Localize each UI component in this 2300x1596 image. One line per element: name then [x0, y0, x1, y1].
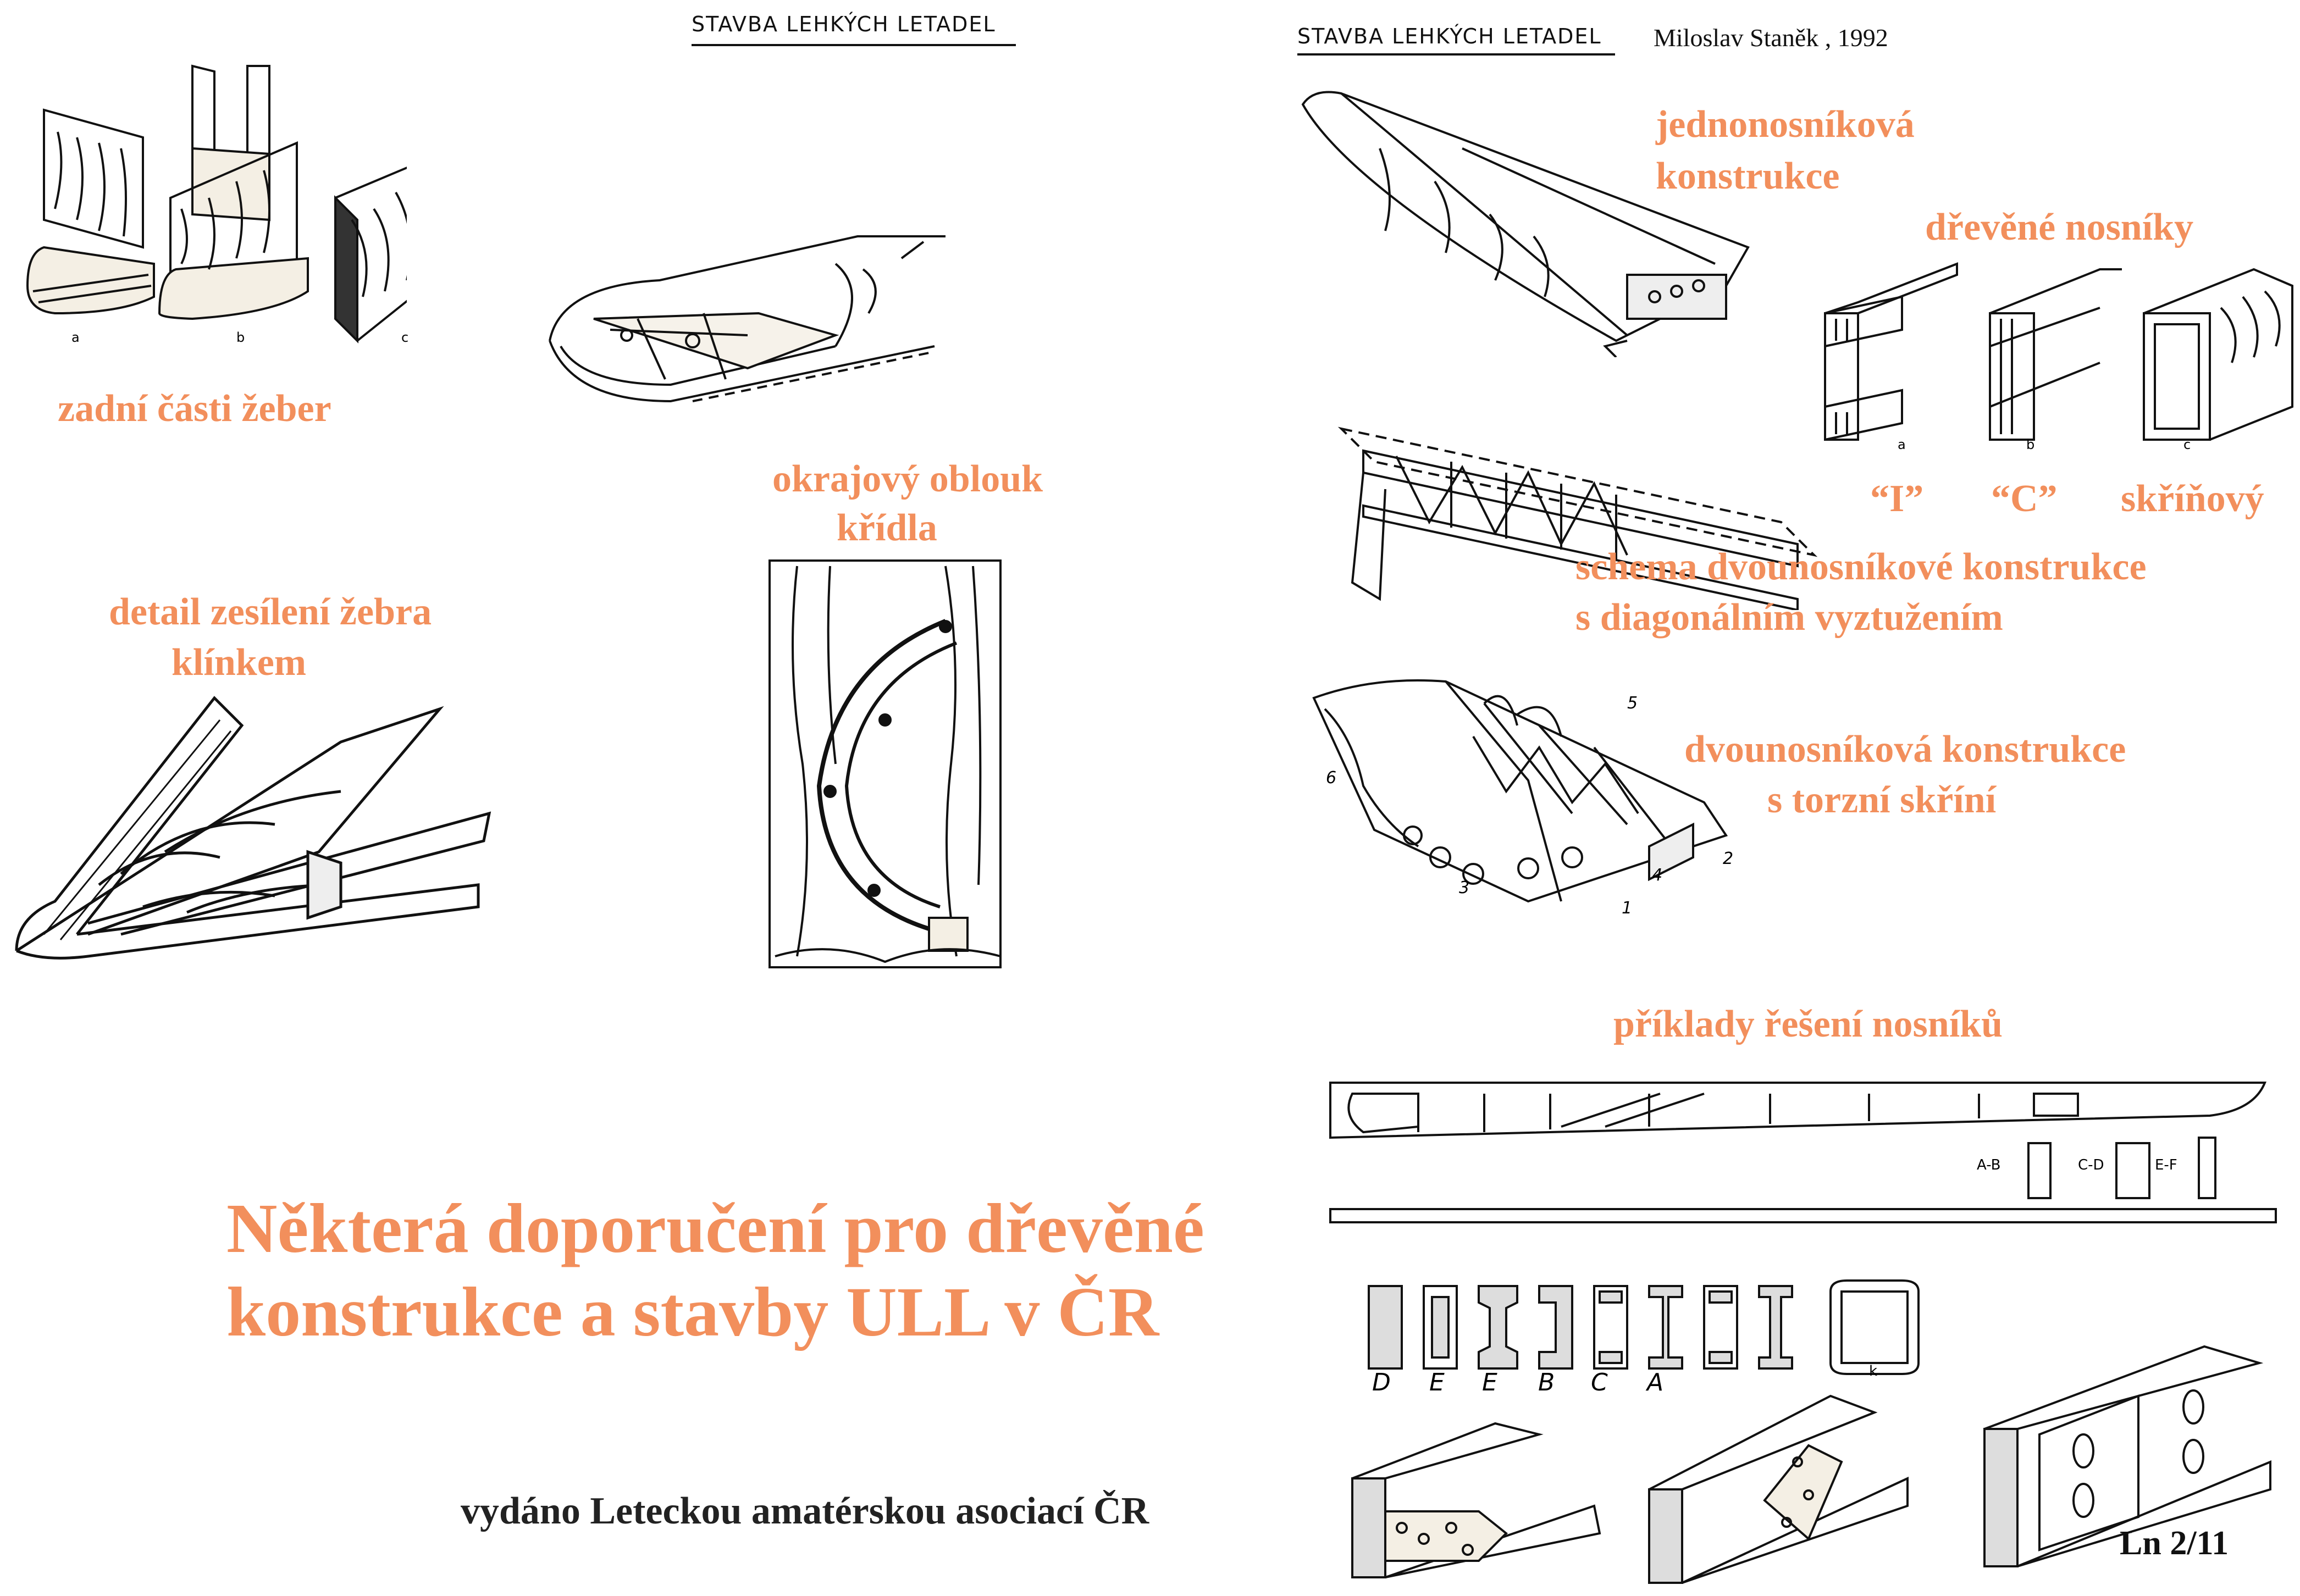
publisher-line: vydáno Leteckou amatérskou asociací ČR: [461, 1490, 1149, 1532]
label-single-spar-line2: konstrukce: [1656, 155, 1840, 197]
label-single-spar-line1: jednonosníková: [1656, 103, 1915, 146]
single-spar-wing-illustration: [1297, 82, 1781, 357]
label-spar-examples: příklady řešení nosníků: [1613, 1003, 2003, 1045]
section-tag-EF: E-F: [2155, 1157, 2177, 1173]
section-letter-E1: E: [1429, 1368, 1445, 1396]
torsion-number-4: 4: [1652, 866, 1663, 885]
section-letter-A: A: [1647, 1368, 1664, 1396]
fig-letter-a: a: [71, 330, 80, 345]
label-spar-C: “C”: [1991, 478, 2058, 520]
spar-plan-view-illustration: [1319, 1061, 2287, 1226]
page-number: Ln 2/11: [2120, 1525, 2229, 1562]
label-two-spar-scheme-line1: schema dvounosníkové konstrukce: [1575, 546, 2147, 588]
rib-rear-parts-illustration: [11, 55, 407, 346]
two-spar-scheme-illustration: [1330, 401, 1825, 610]
spar-joint-illustration-1: [1341, 1418, 1616, 1588]
wing-tip-bow-illustration: [528, 203, 1022, 473]
label-wooden-spars: dřevěné nosníky: [1925, 206, 2194, 248]
spar-letter-c: c: [2183, 437, 2191, 452]
author-line: Miloslav Staněk , 1992: [1654, 24, 1888, 52]
label-wing-tip-bow-line2: křídla: [837, 507, 937, 549]
label-spar-I: “I”: [1870, 478, 1924, 520]
fig-letter-b: b: [236, 330, 245, 345]
section-letter-k: k: [1869, 1363, 1878, 1379]
rib-part-a: [27, 110, 154, 313]
spar-I-section: [1825, 264, 1957, 440]
rib-reinforcement-illustration: [11, 676, 495, 984]
two-spar-torsion-illustration: [1308, 660, 1770, 923]
label-two-spar-torsion-line2: s torzní skříní: [1767, 779, 1997, 821]
rib-part-b: [159, 66, 308, 319]
torsion-number-2: 2: [1723, 849, 1734, 868]
wooden-spars-illustration: [1814, 253, 2298, 451]
label-wing-tip-bow-line1: okrajový oblouk: [772, 458, 1043, 500]
spar-letter-a: a: [1898, 437, 1906, 452]
label-spar-box: skříňový: [2121, 478, 2264, 520]
main-title-line1: Některá doporučení pro dřevěné: [226, 1189, 1204, 1267]
left-page-header: STAVBA LEHKÝCH LETADEL: [692, 12, 996, 36]
label-two-spar-scheme-line2: s diagonálním vyztužením: [1575, 596, 2003, 639]
torsion-number-5: 5: [1627, 694, 1638, 713]
wing-tip-wood-illustration: [764, 555, 1011, 973]
label-two-spar-torsion-line1: dvounosníková konstrukce: [1684, 728, 2126, 771]
section-tag-AB: A-B: [1977, 1157, 2001, 1173]
torsion-number-1: 1: [1622, 899, 1633, 918]
spar-letter-b: b: [2026, 437, 2035, 452]
spar-joint-illustration-3: [1973, 1335, 2287, 1577]
section-letter-E2: E: [1482, 1368, 1497, 1396]
left-header-underline: [692, 44, 1016, 46]
main-title-line2: konstrukce a stavby ULL v ČR: [226, 1273, 1159, 1351]
spar-joint-illustration-2: [1644, 1385, 1929, 1588]
label-rib-reinforcement-line2: klínkem: [172, 641, 307, 684]
right-header-underline: [1297, 53, 1615, 56]
spar-box-section: [2144, 269, 2292, 440]
right-page-header: STAVBA LEHKÝCH LETADEL: [1297, 24, 1602, 48]
spar-cross-sections-illustration: [1363, 1275, 1946, 1385]
section-letter-C: C: [1591, 1368, 1608, 1396]
torsion-number-3: 3: [1459, 878, 1470, 897]
rib-part-c: [335, 154, 407, 341]
section-letter-D: D: [1372, 1368, 1391, 1396]
label-rib-rear-parts: zadní části žeber: [58, 387, 331, 430]
label-rib-reinforcement-line1: detail zesílení žebra: [109, 591, 432, 633]
spar-C-section: [1990, 269, 2122, 440]
section-tag-CD: C-D: [2078, 1157, 2104, 1173]
torsion-number-6: 6: [1326, 768, 1337, 788]
section-letter-B: B: [1538, 1368, 1555, 1396]
fig-letter-c: c: [401, 330, 409, 345]
